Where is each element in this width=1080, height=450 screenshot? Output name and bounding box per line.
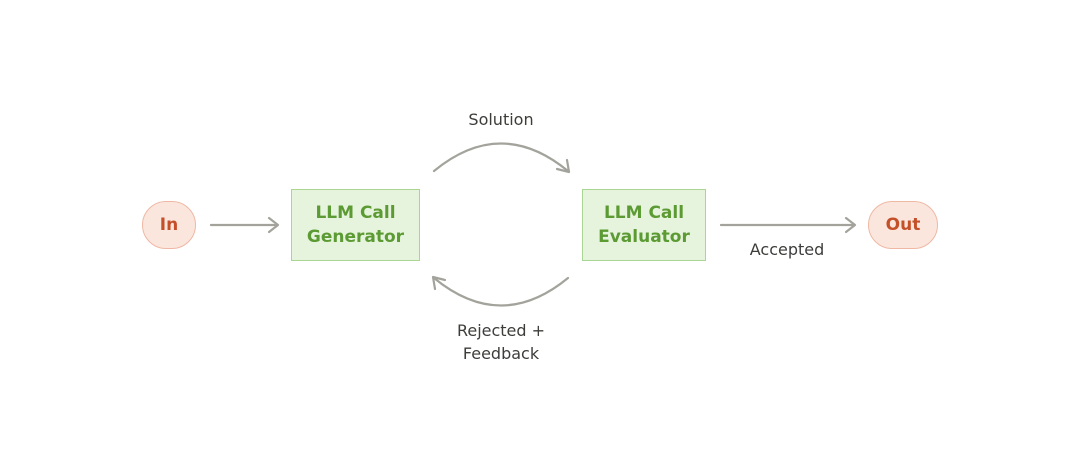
evaluator-node: LLM Call Evaluator <box>582 189 706 261</box>
arrow-solution <box>432 142 571 174</box>
rejected-feedback-label: Rejected + Feedback <box>456 321 546 363</box>
solution-label: Solution <box>468 110 534 129</box>
accepted-label: Accepted <box>749 240 825 259</box>
generator-node: LLM Call Generator <box>291 189 420 261</box>
arrow-in-to-generator <box>209 216 280 234</box>
arrow-rejected <box>431 275 570 307</box>
output-node: Out <box>868 201 938 249</box>
arrow-accepted <box>719 216 857 234</box>
input-node: In <box>142 201 196 249</box>
